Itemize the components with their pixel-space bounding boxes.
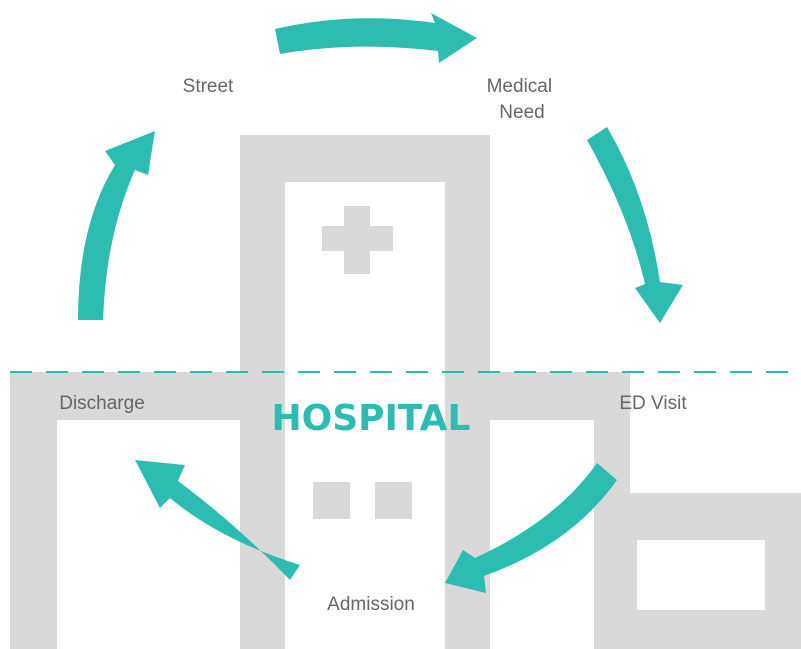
hospital-window — [375, 482, 412, 519]
arrow-street-to-medical-need — [275, 13, 477, 63]
stage-label-medical-need-line-2: Need — [499, 102, 544, 123]
arrow-medical-need-to-ed-visit — [587, 127, 683, 323]
stage-label-discharge: Discharge — [59, 393, 145, 414]
cycle-arrows — [78, 13, 683, 593]
hospital-annex — [594, 493, 801, 649]
stage-label-ed-visit: ED Visit — [619, 393, 687, 414]
hospital-title: HOSPITAL — [271, 398, 470, 439]
stage-label-admission: Admission — [327, 594, 415, 615]
stage-label-medical-need-line-1: Medical — [487, 76, 552, 97]
stage-label-street: Street — [183, 76, 234, 97]
stage-label-medical-need: Medical Need — [487, 76, 558, 123]
hospital-left-wing — [10, 372, 240, 649]
arrow-admission-to-discharge — [135, 460, 300, 580]
hospital-building-icon — [10, 135, 801, 649]
hospital-tower — [240, 135, 490, 649]
arrow-discharge-to-street — [78, 131, 155, 320]
arrow-ed-visit-to-admission — [445, 463, 617, 593]
medical-cross-icon — [322, 206, 393, 274]
hospital-window — [313, 482, 350, 519]
